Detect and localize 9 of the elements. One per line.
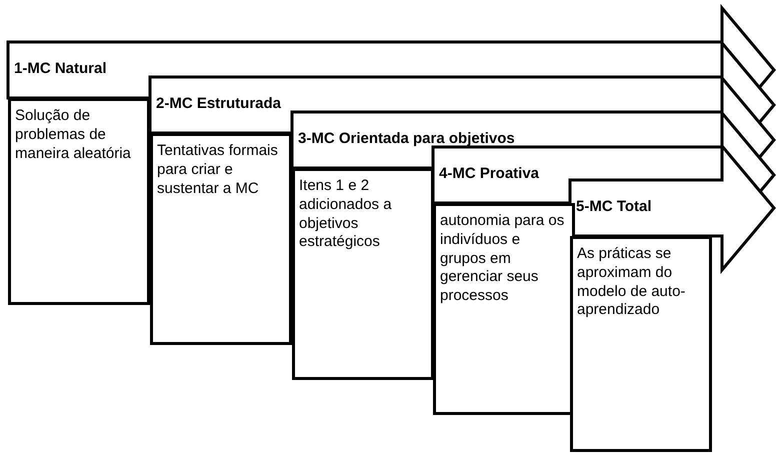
stage-description: Tentativas formais para criar e sustentar a MC — [150, 133, 292, 345]
stage-heading: 3-MC Orientada para objetivos — [298, 130, 515, 147]
stage-description: Solução de problemas de maneira aleatória — [8, 98, 150, 305]
stage-heading: 2-MC Estruturada — [156, 95, 282, 112]
stage-description: As práticas se aproximam do modelo de auto-aprendizado — [570, 236, 712, 452]
stage-description: Itens 1 e 2 adicionados a objetivos estratégicos — [292, 168, 434, 380]
stage-heading: 1-MC Natural — [14, 60, 107, 77]
stage-heading: 5-MC Total — [576, 198, 652, 215]
stage-heading: 4-MC Proativa — [439, 165, 540, 182]
